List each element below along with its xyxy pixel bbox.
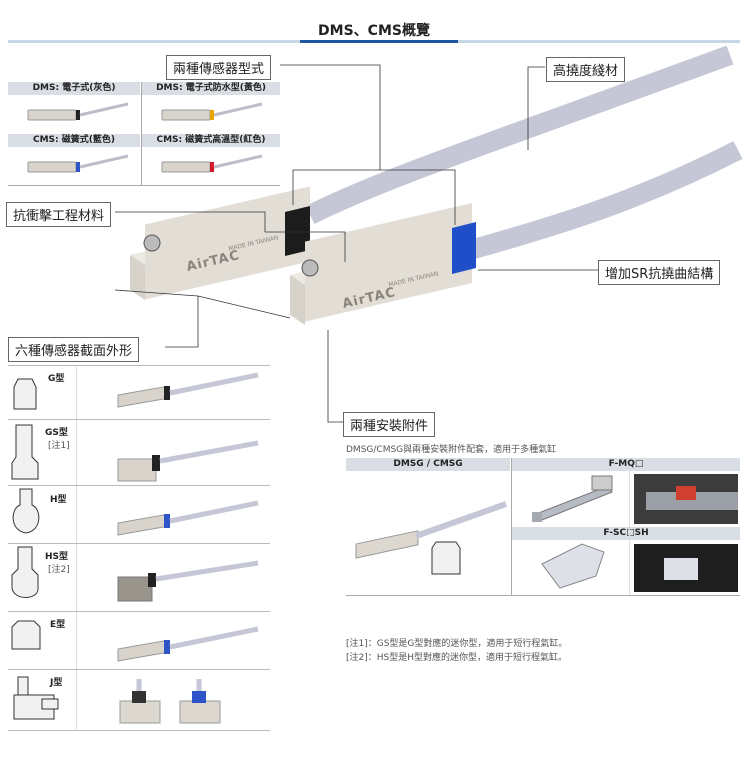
shapes-table: G型 GS型 [注1] H型 HS型 [注2] E型 J型 (8, 365, 270, 731)
row-divider (8, 365, 270, 366)
dmsg-sensor-image (355, 501, 508, 559)
sensor-thumbnail (117, 500, 259, 536)
sensor-thumbnail (117, 440, 259, 482)
shape-note: [注1] (48, 441, 70, 451)
accessory-intro: DMSG/CMSG與兩種安裝附件配套，適用于多種氣缸 (346, 445, 557, 455)
page-title: DMS、CMS概覽 (318, 23, 430, 39)
grid-divider (8, 185, 280, 186)
shape-label: HS型 (45, 552, 69, 562)
fsc-mounted-image (634, 544, 738, 592)
fmq-mounted-image (634, 474, 738, 524)
sensor-thumbnail (117, 626, 259, 662)
accessory-col-header: DMSG / CMSG (346, 458, 510, 471)
grid-divider (141, 82, 142, 186)
table-divider (511, 458, 512, 596)
sensor-thumbnail (117, 560, 259, 602)
variant-header: DMS: 電子式防水型(黃色) (142, 82, 280, 95)
fmq-bracket-image (532, 475, 613, 522)
shape-note: [注2] (48, 565, 70, 575)
variant-sensor-image (27, 154, 129, 173)
variant-sensor-images (27, 102, 263, 173)
sensor-thumbnail (119, 679, 221, 724)
shape-drawings (11, 372, 259, 724)
variant-header: DMS: 電子式(灰色) (8, 82, 140, 95)
e-section-icon (11, 620, 41, 650)
shapes-column-divider (76, 365, 77, 731)
accessory-images (355, 474, 738, 592)
row-divider (8, 669, 270, 670)
shape-label: E型 (50, 620, 66, 630)
accessory-table: DMSG / CMSG F-MQ□ F-SC□SH (346, 456, 740, 596)
row-divider (8, 485, 270, 486)
shape-label: J型 (50, 678, 63, 688)
title-divider-accent (300, 40, 458, 43)
table-divider (346, 595, 740, 596)
hs-section-icon (11, 546, 39, 598)
variant-sensor-image (161, 154, 263, 173)
row-divider (8, 730, 270, 731)
fsc-bracket-image (541, 543, 605, 589)
variant-header: CMS: 磁簧式高溫型(紅色) (142, 134, 280, 147)
h-section-icon (12, 488, 40, 534)
callout-impact-material: 抗衝擊工程材料 (6, 202, 112, 227)
gs-section-icon (11, 424, 39, 480)
shape-label: H型 (50, 495, 67, 505)
callout-two-accessories: 兩種安裝附件 (343, 412, 436, 437)
table-divider (629, 471, 630, 596)
row-divider (8, 543, 270, 544)
variant-grid: DMS: 電子式(灰色) DMS: 電子式防水型(黃色) CMS: 磁簧式(藍色… (8, 82, 280, 186)
footnote: [注1]：GS型是G型對應的迷你型，適用于短行程氣缸。 (346, 639, 568, 649)
callout-high-flex-cable: 高撓度綫材 (546, 57, 626, 82)
dmsg-section-icon (431, 541, 461, 575)
shape-label: G型 (48, 374, 65, 384)
accessory-col-header: F-MQ□ (512, 458, 740, 471)
row-divider (8, 611, 270, 612)
accessory-col-header: F-SC□SH (512, 527, 740, 540)
variant-sensor-image (27, 102, 129, 121)
callout-six-sections: 六種傳感器截面外形 (8, 337, 140, 362)
row-divider (8, 419, 270, 420)
callout-two-sensor-types: 兩種傳感器型式 (166, 55, 272, 80)
footnote: [注2]：HS型是H型對應的迷你型，適用于短行程氣缸。 (346, 653, 567, 663)
g-section-icon (13, 378, 37, 410)
j-section-icon (13, 676, 59, 720)
variant-sensor-image (161, 102, 263, 121)
variant-header: CMS: 磁簧式(藍色) (8, 134, 140, 147)
hero-illustration (114, 45, 743, 423)
sensor-thumbnail (117, 372, 259, 408)
shape-label: GS型 (45, 428, 68, 438)
callout-sr-structure: 增加SR抗撓曲結構 (598, 260, 721, 285)
